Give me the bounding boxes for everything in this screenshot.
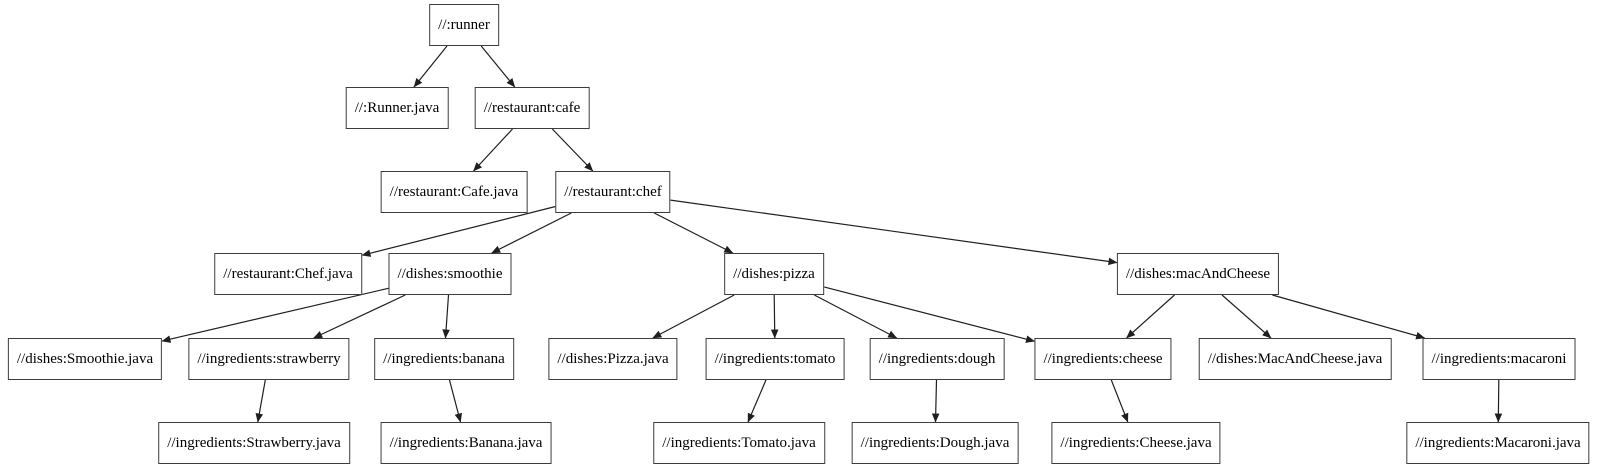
graph-edge-pizza-to-cheese <box>823 286 1036 343</box>
graph-node-strawberryJava: //ingredients:Strawberry.java <box>158 422 350 464</box>
graph-edge-chef-to-pizza <box>653 212 734 254</box>
graph-node-dough: //ingredients:dough <box>869 338 1005 380</box>
graph-edge-macAndCheese-to-cheese <box>1126 294 1175 339</box>
graph-edge-banana-to-bananaJava <box>448 379 463 423</box>
graph-edge-pizza-to-tomato <box>770 294 779 339</box>
graph-node-bananaJava: //ingredients:Banana.java <box>380 422 552 464</box>
graph-edge-chef-to-macAndCheese <box>670 199 1118 266</box>
graph-node-tomato: //ingredients:tomato <box>705 338 845 380</box>
graph-edge-macaroni-to-macaroniJava <box>1494 379 1503 423</box>
graph-edge-macAndCheese-to-macAndCheeseJava <box>1221 294 1272 339</box>
graph-node-strawberry: //ingredients:strawberry <box>188 338 350 380</box>
graph-edge-dough-to-doughJava <box>931 379 940 423</box>
graph-edge-runner-to-runnerJava <box>413 45 448 88</box>
graph-edge-smoothie-to-banana <box>442 294 450 339</box>
graph-node-macaroni: //ingredients:macaroni <box>1422 338 1576 380</box>
graph-node-smoothie: //dishes:smoothie <box>388 253 512 295</box>
graph-node-runnerJava: //:Runner.java <box>345 87 449 129</box>
graph-node-smoothieJava: //dishes:Smoothie.java <box>7 338 163 380</box>
graph-edge-cafe-to-chef <box>551 128 594 172</box>
graph-edge-cafe-to-cafeJava <box>473 128 513 172</box>
graph-edge-pizza-to-dough <box>814 294 898 339</box>
graph-edge-runner-to-cafe <box>480 45 516 88</box>
graph-node-tomatoJava: //ingredients:Tomato.java <box>653 422 825 464</box>
graph-node-cheeseJava: //ingredients:Cheese.java <box>1051 422 1221 464</box>
graph-edge-strawberry-to-strawberryJava <box>255 379 266 423</box>
graph-node-cafe: //restaurant:cafe <box>474 87 590 129</box>
graph-edge-chef-to-smoothie <box>491 212 572 254</box>
graph-node-macaroniJava: //ingredients:Macaroni.java <box>1406 422 1590 464</box>
graph-node-cafeJava: //restaurant:Cafe.java <box>380 171 528 213</box>
graph-node-chefJava: //restaurant:Chef.java <box>214 253 362 295</box>
graph-edge-chef-to-chefJava <box>361 205 556 257</box>
graph-edge-smoothie-to-smoothieJava <box>161 287 389 343</box>
graph-edge-smoothie-to-strawberry <box>313 294 406 339</box>
graph-node-cheese: //ingredients:cheese <box>1034 338 1172 380</box>
graph-node-pizzaJava: //dishes:Pizza.java <box>548 338 678 380</box>
graph-node-macAndCheese: //dishes:macAndCheese <box>1116 253 1280 295</box>
graph-edge-tomato-to-tomatoJava <box>747 379 767 423</box>
graph-node-chef: //restaurant:chef <box>555 171 671 213</box>
graph-node-doughJava: //ingredients:Dough.java <box>851 422 1019 464</box>
graph-edge-pizza-to-pizzaJava <box>652 294 735 339</box>
graph-edge-cheese-to-cheeseJava <box>1110 379 1129 423</box>
graph-node-pizza: //dishes:pizza <box>724 253 824 295</box>
graph-node-runner: //:runner <box>429 4 499 46</box>
graph-edge-macAndCheese-to-macaroni <box>1272 294 1426 340</box>
graph-node-macAndCheeseJava: //dishes:MacAndCheese.java <box>1198 338 1392 380</box>
graph-node-banana: //ingredients:banana <box>374 338 514 380</box>
